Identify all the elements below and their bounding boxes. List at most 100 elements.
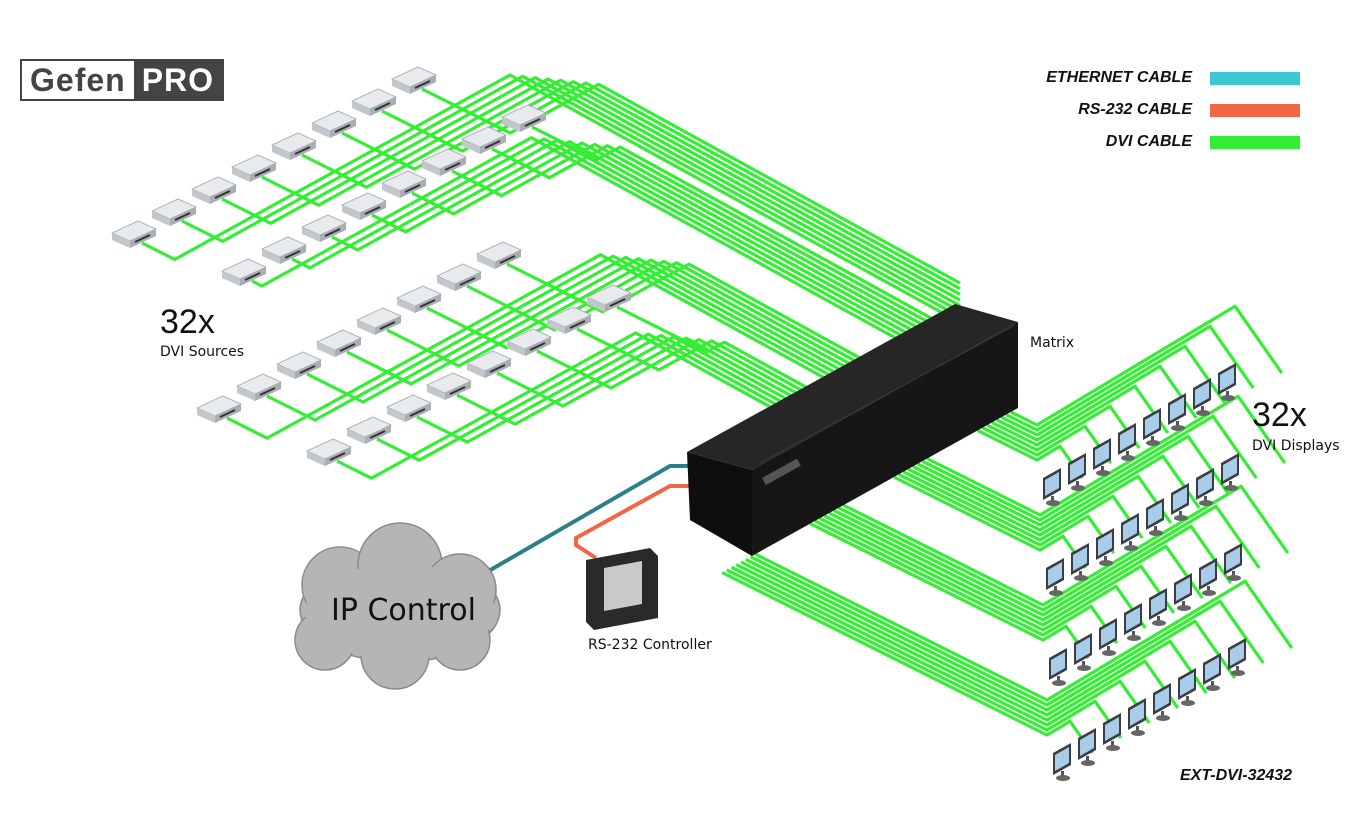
dvi-display — [1074, 633, 1092, 671]
dvi-cable — [744, 557, 1237, 712]
dvi-source-device — [386, 394, 432, 422]
dvi-display — [1078, 728, 1096, 766]
dvi-cable — [754, 552, 1294, 702]
dvi-source-device — [381, 170, 427, 198]
dvi-cable — [376, 332, 861, 462]
ip-control-label: IP Control — [331, 593, 476, 628]
legend-ethernet: ETHERNET CABLE — [1046, 62, 1300, 94]
dvi-source-device — [221, 258, 267, 286]
legend: ETHERNET CABLE RS-232 CABLE DVI CABLE — [1046, 62, 1300, 158]
legend-label: RS-232 CABLE — [1078, 101, 1192, 118]
dvi-source-device — [191, 176, 237, 204]
legend-rs232: RS-232 CABLE — [1046, 94, 1300, 126]
dvi-source-device — [261, 236, 307, 264]
dvi-display — [1224, 543, 1242, 581]
dvi-display — [1168, 393, 1186, 431]
dvi-cable — [291, 137, 961, 370]
dvi-source-device — [426, 372, 472, 400]
dvi-display — [1096, 528, 1114, 566]
dvi-display — [1171, 483, 1189, 521]
dvi-cable — [421, 82, 961, 285]
logo-text-gefen: Gefen — [22, 61, 134, 99]
dvi-cable — [181, 74, 961, 319]
dvi-display — [1099, 618, 1117, 656]
dvi-cable — [897, 472, 1116, 554]
legend-swatch — [1210, 135, 1300, 149]
dvi-cable — [416, 333, 861, 447]
legend-swatch — [1210, 103, 1300, 117]
dvi-cable — [301, 78, 961, 302]
dvi-cable — [616, 305, 861, 419]
dvi-cable — [842, 484, 1290, 607]
dvi-cable — [995, 364, 1198, 442]
dvi-display — [1228, 638, 1246, 676]
dvi-display — [1049, 648, 1067, 686]
matrix-label: Matrix — [1030, 335, 1075, 351]
dvi-cable — [411, 141, 961, 353]
dvi-cable — [346, 257, 901, 405]
dvi-cable — [730, 565, 1151, 727]
dvi-cable — [916, 434, 1230, 527]
rs232-cable — [574, 484, 690, 560]
controller-label: RS-232 Controller — [588, 637, 712, 653]
dvi-source-device — [306, 438, 352, 466]
dvi-sources — [111, 66, 632, 466]
dvi-cable — [371, 140, 961, 358]
dvi-display — [1053, 743, 1071, 781]
dvi-display — [1203, 653, 1221, 691]
dvi-display — [1153, 683, 1171, 721]
dvi-cable — [837, 504, 1261, 612]
dvi-cable — [991, 384, 1170, 447]
dvi-source-device — [396, 285, 442, 313]
dvi-source-device — [316, 329, 362, 357]
dvi-display — [1146, 498, 1164, 536]
dvi-display — [1174, 573, 1192, 611]
dvi-display — [1071, 543, 1089, 581]
dvi-cable — [491, 144, 961, 342]
legend-label: DVI CABLE — [1105, 133, 1192, 150]
dvi-source-device — [391, 66, 437, 94]
dvi-source-device — [341, 192, 387, 220]
dvi-cable — [981, 424, 1113, 464]
dvi-cable — [496, 336, 861, 436]
dvi-source-device — [501, 104, 547, 132]
dvi-source-device — [546, 306, 592, 334]
dvi-cable — [735, 563, 1180, 722]
gefenpro-logo: Gefen PRO — [20, 59, 225, 101]
dvi-cable — [1010, 304, 1284, 427]
dvi-cable — [141, 73, 961, 324]
dvi-cable — [451, 142, 961, 347]
displays-label: DVI Displays — [1252, 438, 1340, 454]
dvi-display — [1143, 408, 1161, 446]
dvi-input-cables — [141, 73, 961, 480]
dvi-display — [1149, 588, 1167, 626]
dvi-display — [1199, 558, 1217, 596]
dvi-cable — [1000, 344, 1227, 437]
dvi-cable — [306, 255, 901, 410]
dvi-cable — [818, 516, 1147, 632]
legend-dvi: DVI CABLE — [1046, 126, 1300, 158]
dvi-display — [1218, 363, 1236, 401]
dvi-cable — [336, 331, 861, 480]
dvi-display — [1046, 558, 1064, 596]
sources-count: 32x — [160, 303, 215, 341]
dvi-display — [1103, 713, 1121, 751]
dvi-cable — [823, 514, 1176, 627]
dvi-source-device — [476, 241, 522, 269]
dvi-source-device — [151, 198, 197, 226]
dvi-display — [1128, 698, 1146, 736]
dvi-source-device — [236, 373, 282, 401]
dvi-display — [1121, 513, 1139, 551]
dvi-cable — [926, 394, 1287, 517]
dvi-cable — [740, 560, 1208, 717]
dvi-cable — [331, 138, 961, 364]
matrix-badge — [762, 458, 801, 485]
dvi-cable — [386, 258, 901, 399]
dvi-cable — [814, 519, 1119, 644]
dvi-source-device — [506, 328, 552, 356]
dvi-source-device — [301, 214, 347, 242]
logo-text-pro: PRO — [133, 61, 223, 99]
dvi-cable — [261, 77, 961, 308]
dvi-cable — [749, 555, 1265, 707]
